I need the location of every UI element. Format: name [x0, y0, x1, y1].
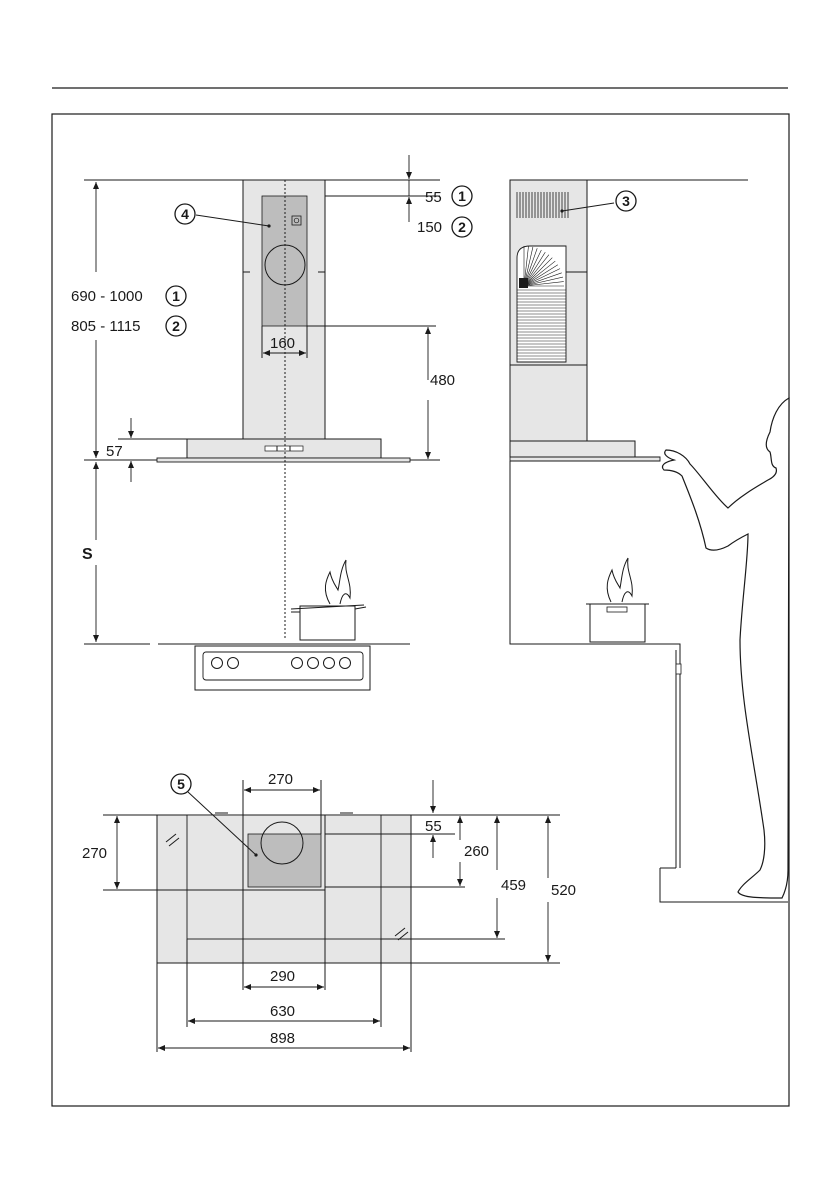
person-silhouette: [661, 396, 790, 899]
knob: [227, 657, 239, 669]
power-icon: [291, 215, 302, 226]
callout-2-range: 2: [165, 315, 187, 337]
plan-view: [103, 780, 560, 1052]
callout-2-top: 2: [451, 216, 473, 238]
control-buttons: [264, 445, 304, 452]
callout-1-top: 1: [451, 185, 473, 207]
side-view: [509, 179, 790, 903]
svg-text:2: 2: [458, 219, 466, 235]
dim-55-plan: 55: [425, 818, 442, 835]
glass-side: [509, 456, 661, 462]
dim-898: 898: [270, 1030, 295, 1047]
dim-520: 520: [551, 882, 576, 899]
canopy-side: [509, 440, 636, 458]
glass-front: [156, 457, 411, 463]
svg-text:4: 4: [181, 206, 189, 222]
dim-270-top: 270: [268, 771, 293, 788]
dim-55-top: 55: [425, 189, 442, 206]
dim-160: 160: [270, 335, 295, 352]
cooktop-panel: [202, 651, 364, 681]
range-label-1: 690 - 1000: [71, 288, 143, 305]
duct-hose: [516, 245, 567, 363]
knob: [339, 657, 351, 669]
dim-150-top: 150: [417, 219, 442, 236]
callout-1-range: 1: [165, 285, 187, 307]
dim-459: 459: [501, 877, 526, 894]
svg-text:1: 1: [458, 188, 466, 204]
knob: [307, 657, 319, 669]
callout-5: 5: [170, 773, 192, 795]
callout-3: 3: [615, 190, 637, 212]
range-label-2: 805 - 1115: [71, 318, 141, 335]
pot-side: [586, 557, 649, 643]
svg-text:5: 5: [177, 776, 185, 792]
distance-s-label: S: [82, 546, 93, 563]
dim-290: 290: [270, 968, 295, 985]
svg-text:2: 2: [172, 318, 180, 334]
dim-260: 260: [464, 843, 489, 860]
pot-front: [290, 559, 367, 641]
svg-text:1: 1: [172, 288, 180, 304]
knob: [291, 657, 303, 669]
plan-fan-opening: [260, 821, 304, 865]
dim-270-left: 270: [82, 845, 107, 862]
knob: [211, 657, 223, 669]
plan-control-panel: [247, 833, 322, 888]
dim-57: 57: [106, 443, 123, 460]
callout-4: 4: [174, 203, 196, 225]
vent-grille: [516, 192, 569, 218]
svg-text:3: 3: [622, 193, 630, 209]
dim-480: 480: [430, 372, 455, 389]
knob: [323, 657, 335, 669]
dim-630: 630: [270, 1003, 295, 1020]
front-view: [84, 155, 440, 691]
